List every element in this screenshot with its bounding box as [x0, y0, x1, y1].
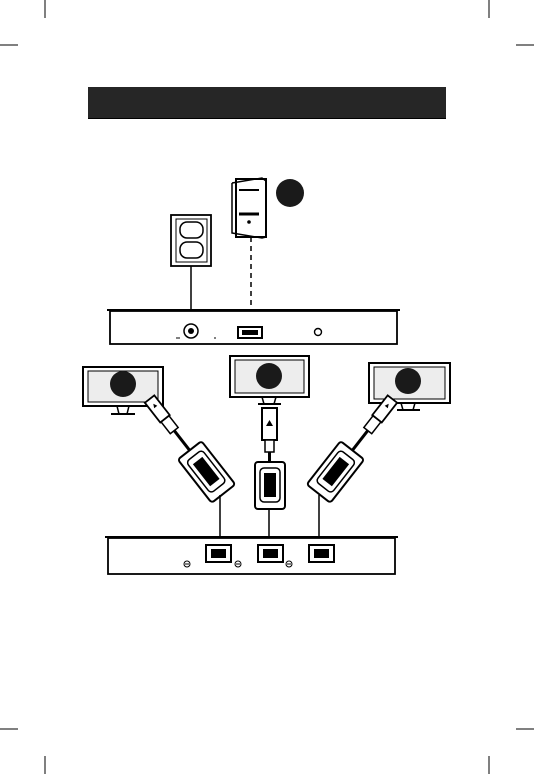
power-outlet-icon [171, 215, 211, 266]
port-icon [258, 545, 283, 562]
transmitter-device [107, 309, 400, 344]
port-icon [206, 545, 231, 562]
port-icon [309, 545, 334, 562]
receiver-dongle-icon [307, 390, 405, 503]
monitor-icon [230, 356, 309, 404]
desktop-tower-icon [232, 178, 266, 238]
receiver-dongle-icon [138, 390, 236, 503]
splitter-device [105, 536, 398, 574]
receiver-dongle-icon [255, 408, 285, 509]
computer-badge [276, 179, 304, 207]
